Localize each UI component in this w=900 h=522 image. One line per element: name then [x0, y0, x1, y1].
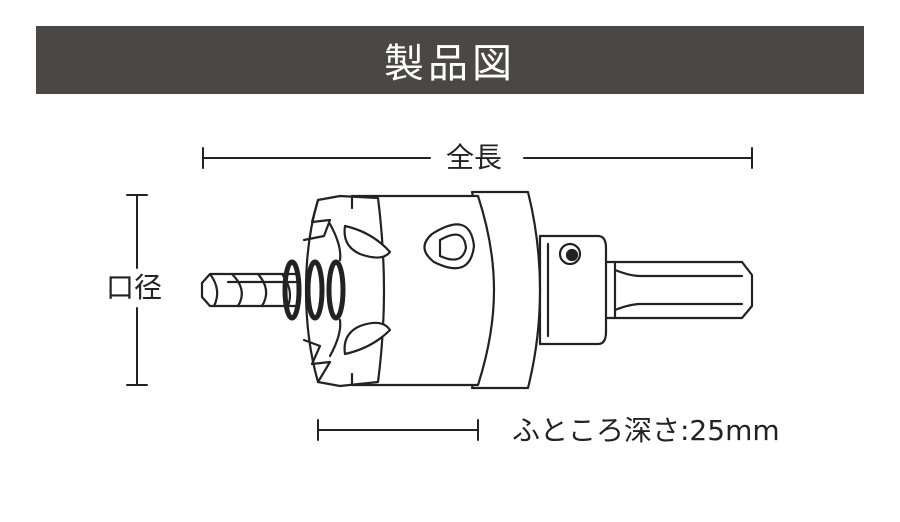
cutter-body: [350, 194, 496, 387]
cutter-teeth: [302, 194, 392, 388]
page-title: 製品図: [384, 41, 516, 87]
cutting-depth-label: ふところ深さ:25mm: [512, 414, 780, 447]
hex-shank: [601, 260, 754, 320]
arbor-neck: [538, 234, 608, 346]
ejector-spring: [282, 259, 346, 321]
title-bar: 製品図: [36, 26, 864, 94]
diameter-label: 口径: [106, 271, 163, 304]
overall-length-label: 全長: [446, 141, 503, 174]
diameter-dimension: [126, 194, 148, 386]
cutting-depth-dimension: [317, 419, 479, 441]
overall-length-dimension: [202, 147, 753, 169]
